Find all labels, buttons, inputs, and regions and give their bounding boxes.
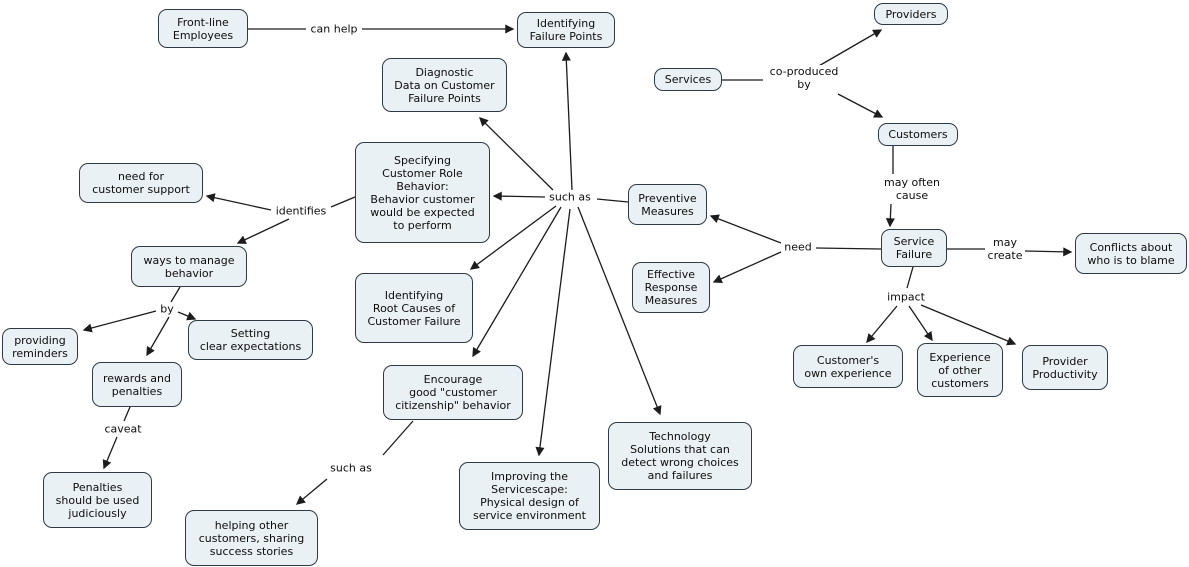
node-providers[interactable]: Providers — [874, 3, 948, 25]
node-provider-productivity[interactable]: Provider Productivity — [1022, 345, 1108, 390]
connector-label-need-to-effective-response-measures — [712, 251, 782, 283]
connector-label-co-produced-by-to-customers — [837, 93, 884, 118]
link-label-may-create[interactable]: may create — [985, 236, 1025, 262]
connector-rewards-penalties-to-label-caveat — [123, 406, 131, 422]
connector-label-may-create-to-conflicts-blame — [1024, 247, 1073, 257]
connector-label-by-to-rewards-penalties — [146, 316, 170, 357]
node-services[interactable]: Services — [654, 68, 722, 91]
connector-label-by-to-setting-clear-expectations — [177, 311, 197, 321]
connector-service-failure-to-label-impact — [906, 266, 914, 289]
link-label-such-as[interactable]: such as — [547, 190, 593, 204]
node-identifying-failure-points[interactable]: Identifying Failure Points — [517, 12, 615, 48]
connector-label-such-as-to-technology-solutions — [577, 206, 662, 416]
connector-ways-to-manage-behavior-to-label-by — [170, 286, 181, 303]
connector-preventive-measures-to-label-such-as — [596, 198, 629, 203]
connector-specifying-customer-role-to-label-identifies — [330, 196, 356, 208]
connector-label-such-as-to-identifying-failure-points — [561, 51, 573, 191]
link-label-identifies[interactable]: identifies — [273, 204, 329, 218]
node-service-failure[interactable]: Service Failure — [881, 229, 947, 267]
node-need-for-customer-support[interactable]: need for customer support — [79, 163, 203, 203]
connector-label-such-as-to-specifying-customer-role — [492, 191, 546, 201]
connector-label-such-as-to-encourage-citizenship — [472, 206, 562, 358]
connector-label-such-as-to-identifying-root-causes — [469, 205, 557, 270]
connector-label-such-as-to-diagnostic-data — [479, 117, 554, 191]
connector-label-co-produced-by-to-providers — [816, 29, 883, 68]
node-diagnostic-data[interactable]: Diagnostic Data on Customer Failure Poin… — [382, 58, 507, 112]
link-label-can-help[interactable]: can help — [308, 22, 360, 36]
connector-label-impact-to-provider-productivity — [920, 304, 1017, 346]
node-customers[interactable]: Customers — [878, 123, 958, 146]
link-label-co-produced-by[interactable]: co-produced by — [767, 65, 841, 91]
node-penalties-judiciously[interactable]: Penalties should be used judiciously — [43, 472, 152, 528]
connector-label-need-to-service-failure — [815, 247, 882, 250]
connector-encourage-citizenship-to-label-such-as-2 — [382, 420, 414, 456]
link-label-by[interactable]: by — [158, 302, 176, 316]
node-identifying-root-causes[interactable]: Identifying Root Causes of Customer Fail… — [355, 273, 473, 343]
connector-label-need-to-preventive-measures — [709, 214, 782, 244]
node-technology-solutions[interactable]: Technology Solutions that can detect wro… — [608, 422, 752, 490]
connector-label-identifies-to-ways-to-manage-behavior — [236, 218, 290, 244]
node-setting-clear-expectations[interactable]: Setting clear expectations — [188, 320, 313, 360]
connector-label-caveat-to-penalties-judiciously — [102, 436, 118, 470]
node-customers-own-experience[interactable]: Customer's own experience — [793, 345, 903, 388]
node-conflicts-blame[interactable]: Conflicts about who is to blame — [1075, 233, 1187, 274]
node-improving-servicescape[interactable]: Improving the Servicescape: Physical des… — [459, 462, 600, 530]
node-encourage-citizenship[interactable]: Encourage good "customer citizenship" be… — [383, 365, 523, 420]
node-rewards-penalties[interactable]: rewards and penalties — [92, 362, 182, 407]
connector-label-such-as-2-to-helping-others — [295, 478, 328, 505]
connector-label-impact-to-experience-other-customers — [908, 305, 933, 342]
connector-label-identifies-to-need-for-customer-support — [205, 193, 272, 211]
node-ways-to-manage-behavior[interactable]: ways to manage behavior — [131, 246, 247, 287]
link-label-impact[interactable]: impact — [885, 290, 927, 304]
connector-label-by-to-providing-reminders — [82, 310, 157, 333]
connector-label-such-as-to-improving-servicescape — [535, 208, 571, 457]
node-providing-reminders[interactable]: providing reminders — [2, 328, 78, 365]
node-specifying-customer-role[interactable]: Specifying Customer Role Behavior: Behav… — [355, 142, 490, 243]
node-experience-other-customers[interactable]: Experience of other customers — [917, 343, 1003, 397]
link-label-may-often-cause[interactable]: may often cause — [882, 176, 942, 202]
node-front-line-employees[interactable]: Front-line Employees — [158, 9, 248, 48]
node-effective-response-measures[interactable]: Effective Response Measures — [632, 262, 710, 313]
node-preventive-measures[interactable]: Preventive Measures — [628, 184, 707, 225]
link-label-such-as-2[interactable]: such as — [328, 461, 374, 475]
link-label-caveat[interactable]: caveat — [102, 422, 144, 436]
connector-label-impact-to-customers-own-experience — [866, 305, 898, 344]
link-label-need[interactable]: need — [782, 240, 814, 254]
node-helping-others[interactable]: helping other customers, sharing success… — [185, 510, 318, 566]
connector-label-may-often-cause-to-service-failure — [885, 203, 895, 228]
